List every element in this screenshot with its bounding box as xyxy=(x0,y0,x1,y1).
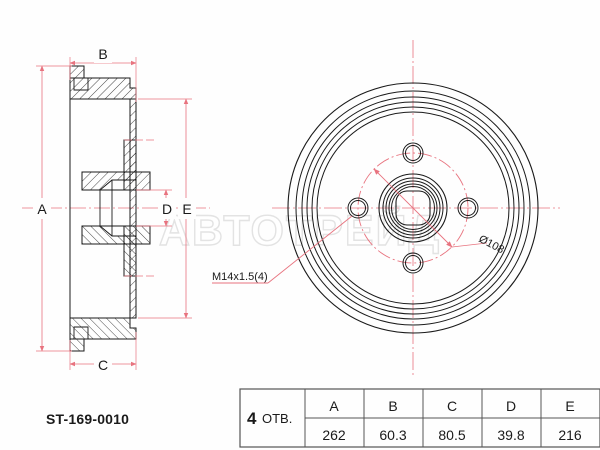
dimension-E-label: E xyxy=(182,201,191,217)
bolt-hole-top xyxy=(402,142,424,164)
table-header-A: A xyxy=(329,398,339,414)
dimension-D: D xyxy=(136,189,176,227)
drum-circle-5 xyxy=(311,106,515,310)
upper-flange-hatch xyxy=(69,77,137,100)
dimension-table: 4 ОТВ. A B C D E 262 60.3 80.5 39.8 216 xyxy=(239,388,600,448)
table-holes-count: 4 xyxy=(247,409,257,428)
drum-circle-6 xyxy=(316,111,510,305)
dimension-A-label: A xyxy=(37,201,47,217)
dimension-D-label-bg xyxy=(158,198,176,219)
lower-rim-lip xyxy=(69,338,85,352)
table-outer-border xyxy=(239,388,600,448)
dimension-C-label: C xyxy=(98,357,108,373)
bolt-hole-left xyxy=(347,197,369,219)
table-header-B: B xyxy=(388,398,397,414)
dimension-B-label-bg xyxy=(94,44,112,63)
upper-rim-lip xyxy=(69,65,85,79)
thread-leader-diagonal xyxy=(267,215,353,284)
drum-circle-2 xyxy=(295,90,531,326)
backplate-wall xyxy=(129,98,137,319)
drum-circle-3 xyxy=(301,96,525,320)
bolt-hole-right xyxy=(457,197,479,219)
dimension-A-label-bg xyxy=(33,198,51,219)
dimension-A: A xyxy=(33,65,72,352)
cross-section-view: A B C xyxy=(22,44,210,374)
lower-rim-step xyxy=(73,326,89,340)
diameter-108-arrow xyxy=(373,168,453,248)
dimension-C-label-bg xyxy=(94,355,112,374)
lower-flange-hatch xyxy=(69,317,137,340)
table-header-E: E xyxy=(565,398,574,414)
front-face-view: Ø108 M14x1.5(4) xyxy=(212,40,560,378)
bolt-circle-path xyxy=(357,152,469,264)
dimension-B: B xyxy=(69,44,137,102)
dimension-E: E xyxy=(138,98,196,319)
dimension-D-label: D xyxy=(162,201,172,217)
upper-rim-step xyxy=(73,77,89,91)
thread-spec-annotation: M14x1.5(4) xyxy=(212,215,353,284)
table-value-B: 60.3 xyxy=(379,427,406,443)
table-value-A: 262 xyxy=(322,427,346,443)
diameter-108-leader xyxy=(451,242,488,248)
drum-body-section xyxy=(69,65,156,352)
table-value-E: 216 xyxy=(558,427,582,443)
table-holes-word: ОТВ. xyxy=(262,411,292,426)
part-number-label: ST-169-0010 xyxy=(46,411,129,427)
dimension-B-label: B xyxy=(98,46,107,62)
dimension-C: C xyxy=(69,332,137,374)
table-header-C: C xyxy=(447,398,457,414)
bolt-hole-bottom xyxy=(402,252,424,274)
drum-outer-circle xyxy=(287,82,539,334)
table-header-D: D xyxy=(506,398,516,414)
drum-circle-4 xyxy=(306,101,520,315)
thread-spec-label: M14x1.5(4) xyxy=(212,271,268,283)
bolt-hole-group xyxy=(347,142,479,274)
table-value-D: 39.8 xyxy=(497,427,524,443)
dimension-E-label-bg xyxy=(178,198,196,219)
table-value-C: 80.5 xyxy=(438,427,465,443)
